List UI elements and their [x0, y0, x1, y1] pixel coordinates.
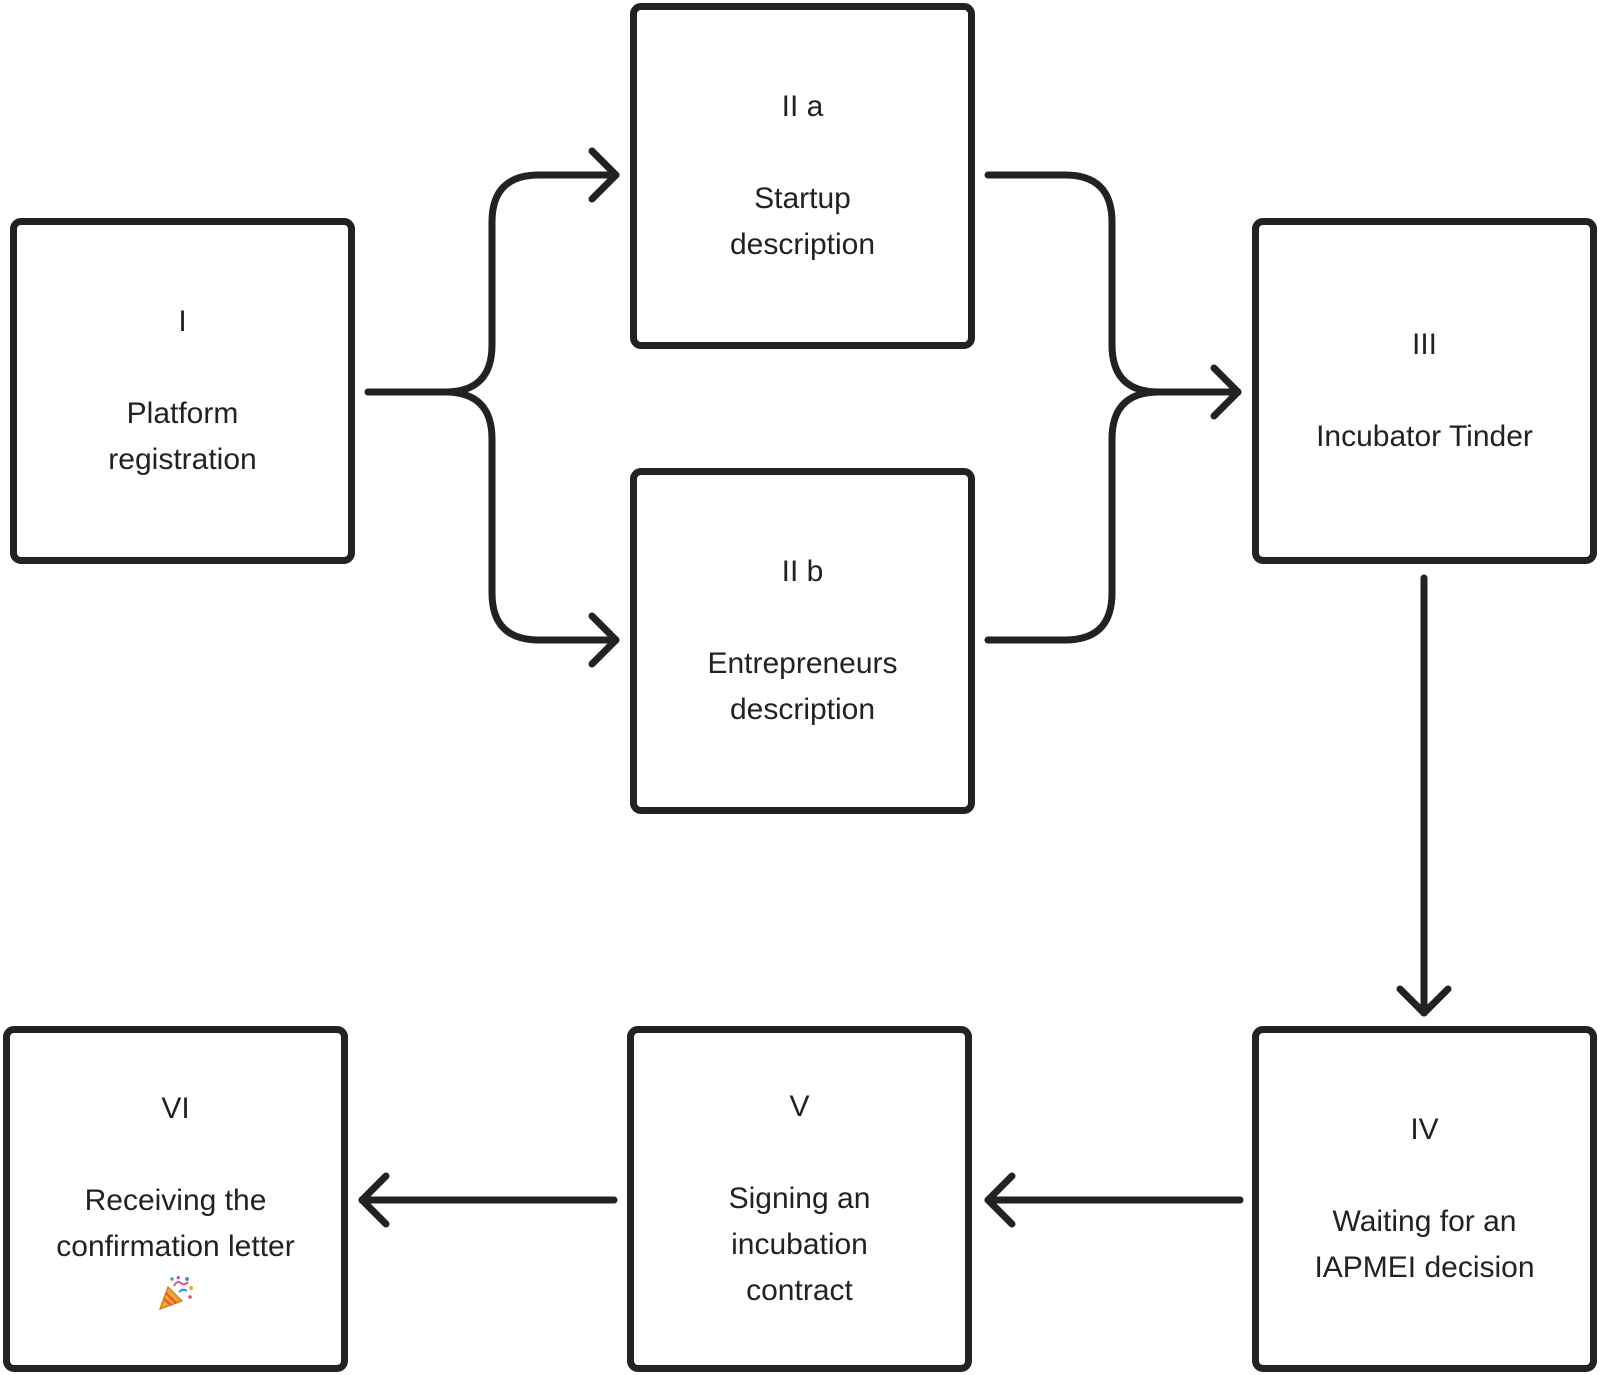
step-numeral: II b: [781, 555, 824, 588]
step-label: Signing an incubation contract: [728, 1182, 871, 1307]
step-numeral: III: [1411, 328, 1437, 361]
connector-iia-to-iii: [984, 171, 1242, 396]
party-popper-icon: [157, 1274, 195, 1312]
step-numeral: VI: [161, 1092, 190, 1125]
step-box-platform-registration: I Platform registration: [10, 218, 355, 564]
arrowhead-into-iv: [1396, 985, 1452, 1017]
step-numeral: II a: [781, 90, 824, 123]
step-label: Waiting for an IAPMEI decision: [1314, 1205, 1535, 1284]
connector-iib-to-iii: [984, 388, 1163, 644]
arrowhead-into-iib: [588, 612, 620, 668]
arrowhead-into-iia: [588, 147, 620, 203]
step-numeral: IV: [1410, 1113, 1439, 1146]
connector-i-to-iib: [441, 388, 620, 644]
step-box-signing-contract: V Signing an incubation contract: [627, 1026, 972, 1372]
step-box-startup-description: II a Startup description: [630, 3, 975, 349]
step-label: Receiving the confirmation letter: [56, 1184, 295, 1263]
step-box-entrepreneurs-description: II b Entrepreneurs description: [630, 468, 975, 814]
connector-i-to-iia: [364, 171, 620, 396]
arrowhead-into-v: [984, 1172, 1016, 1228]
step-label: Platform registration: [108, 397, 257, 476]
step-label: Entrepreneurs description: [707, 647, 898, 726]
arrowhead-into-iii: [1210, 364, 1242, 420]
step-box-waiting-for-decision: IV Waiting for an IAPMEI decision: [1252, 1026, 1597, 1372]
step-box-receiving-confirmation: VI Receiving the confirmation letter: [3, 1026, 348, 1372]
step-label: Incubator Tinder: [1316, 420, 1533, 453]
step-numeral: I: [178, 305, 187, 338]
arrowhead-into-vi: [358, 1172, 390, 1228]
step-label: Startup description: [729, 182, 876, 261]
step-box-incubator-tinder: III Incubator Tinder: [1252, 218, 1597, 564]
step-numeral: V: [789, 1090, 810, 1123]
